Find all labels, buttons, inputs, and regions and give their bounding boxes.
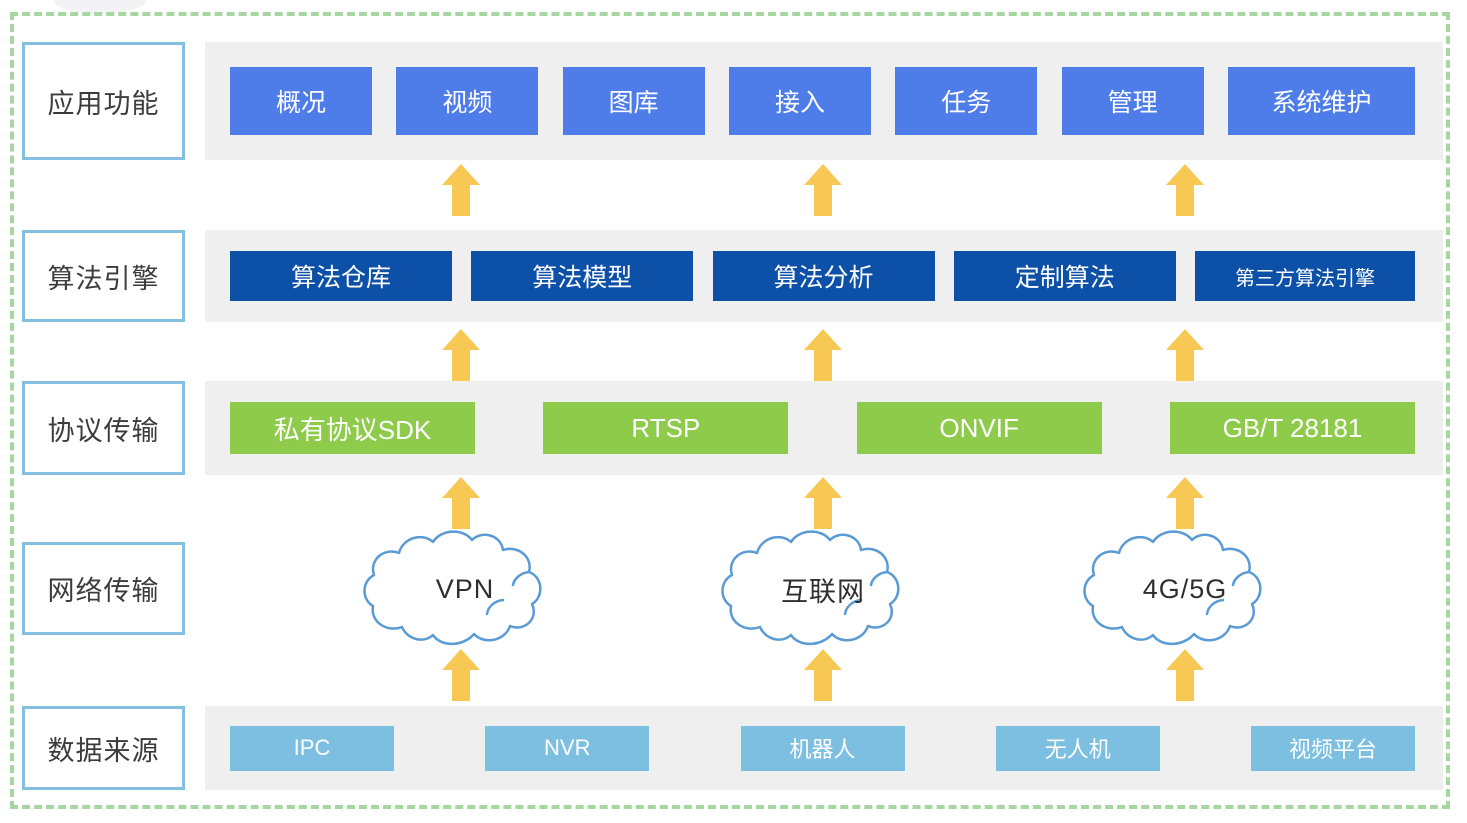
up-arrow-icon [804, 329, 842, 381]
up-arrow-icon [804, 649, 842, 701]
up-arrow-icon [442, 164, 480, 216]
layer-label-protocol-transport: 协议传输 [22, 381, 185, 475]
data-source-panel: IPC NVR 机器人 无人机 视频平台 [205, 706, 1443, 790]
source-block-ipc: IPC [230, 725, 394, 771]
up-arrow-icon [1166, 649, 1204, 701]
cloud-label: 4G/5G [1142, 574, 1228, 604]
cloud-icon [363, 530, 542, 646]
app-block-access: 接入 [728, 67, 871, 135]
source-block-nvr: NVR [485, 725, 650, 771]
source-block-robot: 机器人 [740, 725, 905, 771]
cloud-icon [1083, 530, 1262, 646]
layer-label-application: 应用功能 [22, 42, 185, 160]
layer-label-data-source: 数据来源 [22, 706, 185, 790]
engine-block-custom: 定制算法 [953, 251, 1176, 301]
app-block-gallery: 图库 [562, 67, 705, 135]
cloud-vpn: VPN [360, 527, 570, 652]
protocol-block-private-sdk: 私有协议SDK [230, 402, 475, 454]
engine-block-model: 算法模型 [471, 251, 694, 301]
engine-block-third-party: 第三方算法引擎 [1195, 251, 1415, 301]
layer-label-network-transport: 网络传输 [22, 542, 185, 635]
app-block-management: 管理 [1061, 67, 1204, 135]
app-block-overview: 概况 [230, 67, 372, 135]
app-block-system-maintenance: 系统维护 [1227, 67, 1415, 135]
decorative-shape [52, 0, 148, 14]
cloud-label: VPN [435, 574, 495, 604]
application-layer-panel: 概况 视频 图库 接入 任务 管理 系统维护 [205, 42, 1443, 160]
protocol-block-gbt28181: GB/T 28181 [1169, 402, 1415, 454]
cloud-label: 互联网 [781, 577, 865, 607]
source-block-video-platform: 视频平台 [1251, 725, 1415, 771]
up-arrow-icon [804, 477, 842, 529]
protocol-block-onvif: ONVIF [856, 402, 1102, 454]
cloud-4g5g: 4G/5G [1080, 527, 1290, 652]
up-arrow-icon [442, 477, 480, 529]
diagram-dashed-border [10, 12, 1450, 809]
up-arrow-icon [804, 164, 842, 216]
algorithm-engine-panel: 算法仓库 算法模型 算法分析 定制算法 第三方算法引擎 [205, 230, 1443, 322]
engine-block-analysis: 算法分析 [712, 251, 935, 301]
layer-label-algorithm-engine: 算法引擎 [22, 230, 185, 322]
up-arrow-icon [1166, 477, 1204, 529]
cloud-internet: 互联网 [718, 527, 928, 652]
up-arrow-icon [442, 329, 480, 381]
app-block-task: 任务 [895, 67, 1038, 135]
protocol-block-rtsp: RTSP [543, 402, 789, 454]
engine-block-warehouse: 算法仓库 [230, 251, 452, 301]
up-arrow-icon [1166, 164, 1204, 216]
up-arrow-icon [1166, 329, 1204, 381]
app-block-video: 视频 [396, 67, 539, 135]
protocol-layer-panel: 私有协议SDK RTSP ONVIF GB/T 28181 [205, 381, 1443, 475]
up-arrow-icon [442, 649, 480, 701]
source-block-drone: 无人机 [995, 725, 1160, 771]
cloud-icon [721, 530, 900, 646]
